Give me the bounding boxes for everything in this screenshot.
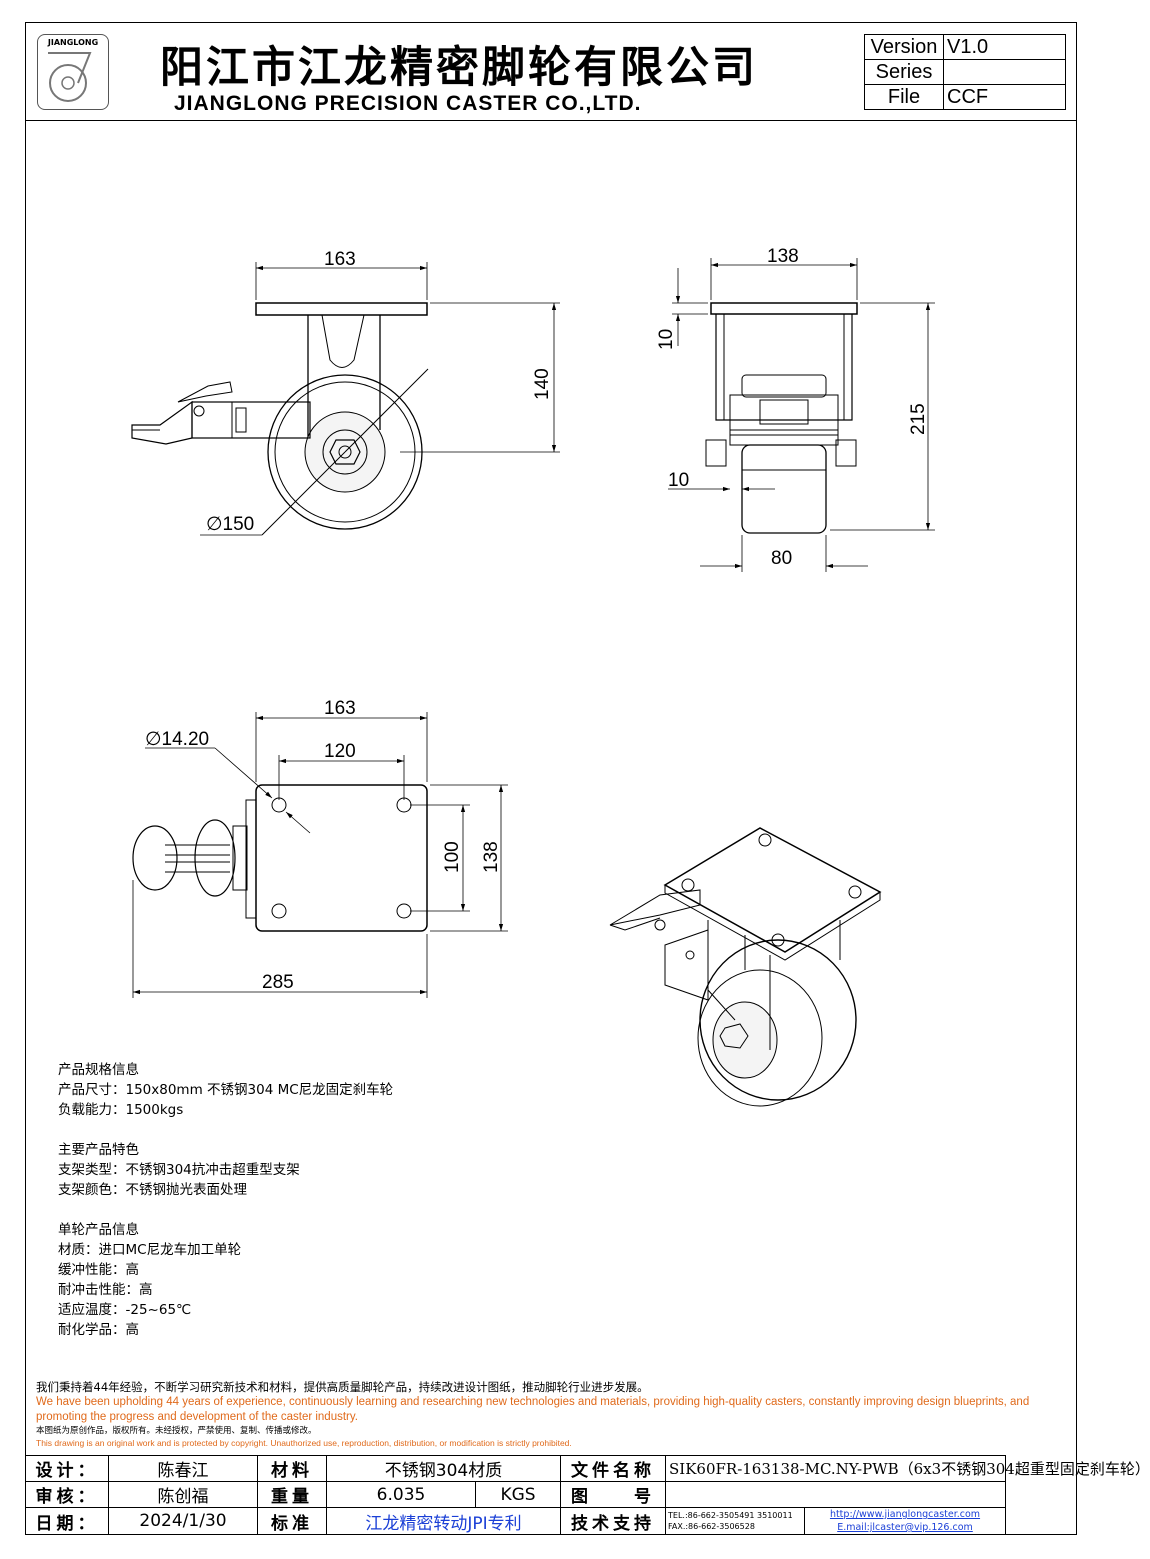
date-value: 2024/1/30 [108,1507,258,1535]
weight-value: 6.035 [326,1481,476,1508]
spec-impact: 耐冲击性能：高 [58,1282,153,1298]
spec-cushion: 缓冲性能：高 [58,1262,139,1278]
material-value: 不锈钢304材质 [326,1455,561,1482]
company-logo [37,34,109,110]
drawing-frame [25,22,1077,1535]
side-view [131,262,560,536]
spec-temp: 适应温度：-25~65℃ [58,1302,192,1318]
company-name-en: JIANGLONG PRECISION CASTER CO.,LTD. [174,92,642,115]
top-view [132,712,508,998]
product-specs: 产品规格信息 产品尺寸：150x80mm 不锈钢304 MC尼龙固定刹车轮 负载… [58,1060,393,1340]
title-block: 设计： 陈春江 材料 不锈钢304材质 文件名称 SIK60FR-163138-… [25,1455,1150,1535]
dim-wheel-dia: ∅150 [206,514,254,535]
dim-overall-length: 285 [262,972,294,993]
dim-front-plate: 10 [656,329,677,350]
spec-size: 产品尺寸：150x80mm 不锈钢304 MC尼龙固定刹车轮 [58,1082,394,1098]
design-label: 设计： [25,1455,109,1482]
standard-value: 江龙精密转动JPI专利 [326,1507,561,1535]
file-value: CCF [943,84,1066,110]
front-view [668,258,935,572]
spec-material: 材质：进口MC尼龙车加工单轮 [58,1242,242,1258]
isometric-view [609,827,882,1107]
design-value: 陈春江 [108,1455,258,1482]
filename-label: 文件名称 [560,1455,666,1482]
review-value: 陈创福 [108,1481,258,1508]
review-label: 审核： [25,1481,109,1508]
support-label: 技术支持 [560,1507,666,1535]
spec-heading-1: 产品规格信息 [58,1062,139,1078]
weight-label: 重量 [257,1481,327,1508]
drawing-label: 图 号 [560,1481,666,1508]
header-divider [25,120,1077,121]
dim-hole-dia: ∅14.20 [145,729,209,750]
drawing-value [665,1481,1006,1508]
material-label: 材料 [257,1455,327,1482]
contact-phone: TEL.:86-662-3505491 3510011 FAX.:86-662-… [665,1507,805,1535]
website-link[interactable]: http://www.jianglongcaster.com [829,1509,981,1520]
contact-web[interactable]: http://www.jianglongcaster.com E.mail:jl… [804,1507,1006,1535]
dim-hole-spacing-y: 100 [442,841,463,873]
filename-value: SIK60FR-163138-MC.NY-PWB（6x3不锈钢304超重型固定刹… [665,1455,1150,1482]
copyright-cn: 本图纸为原创作品，版权所有。未经授权，严禁使用、复制、传播或修改。 [36,1426,317,1436]
spec-heading-2: 主要产品特色 [58,1142,139,1158]
note-en: We have been upholding 44 years of exper… [36,1396,1030,1423]
dim-front-wall: 10 [668,470,689,491]
dim-front-width: 138 [767,246,799,267]
logo-text: JIANGLONG [47,38,99,47]
dim-wheel-width: 80 [771,548,792,569]
file-label: File [864,84,944,110]
dim-side-height: 140 [532,368,553,400]
tel: TEL.:86-662-3505491 3510011 [668,1511,793,1520]
dim-hole-spacing-x: 120 [324,741,356,762]
fax: FAX.:86-662-3506528 [668,1522,755,1531]
spec-bracket-color: 支架颜色：不锈钢抛光表面处理 [58,1182,247,1198]
dim-top-depth: 138 [481,841,502,873]
company-name-cn: 阳江市江龙精密脚轮有限公司 [160,43,758,93]
dim-front-height: 215 [908,403,929,435]
note-cn: 我们秉持着44年经验，不断学习研究新技术和材料，提供高质量脚轮产品，持续改进设计… [36,1380,649,1394]
spec-load: 负载能力：1500kgs [58,1102,184,1118]
technical-drawing: 163 140 ∅150 138 10 215 10 80 163 ∅14.20… [131,246,935,1107]
spec-chem: 耐化学品：高 [58,1322,139,1338]
company-notes: 我们秉持着44年经验，不断学习研究新技术和材料，提供高质量脚轮产品，持续改进设计… [36,1380,1076,1449]
date-label: 日期： [25,1507,109,1535]
email-link[interactable]: E.mail:jlcaster@vip.126.com [837,1522,973,1533]
dim-top-width: 163 [324,698,356,719]
spec-heading-3: 单轮产品信息 [58,1222,139,1238]
weight-unit: KGS [475,1481,561,1508]
version-value: V1.0 [943,34,1066,60]
copyright-en: This drawing is an original work and is … [36,1438,572,1448]
spec-bracket-type: 支架类型：不锈钢304抗冲击超重型支架 [58,1162,300,1178]
dim-side-width: 163 [324,249,356,270]
standard-label: 标准 [257,1507,327,1535]
